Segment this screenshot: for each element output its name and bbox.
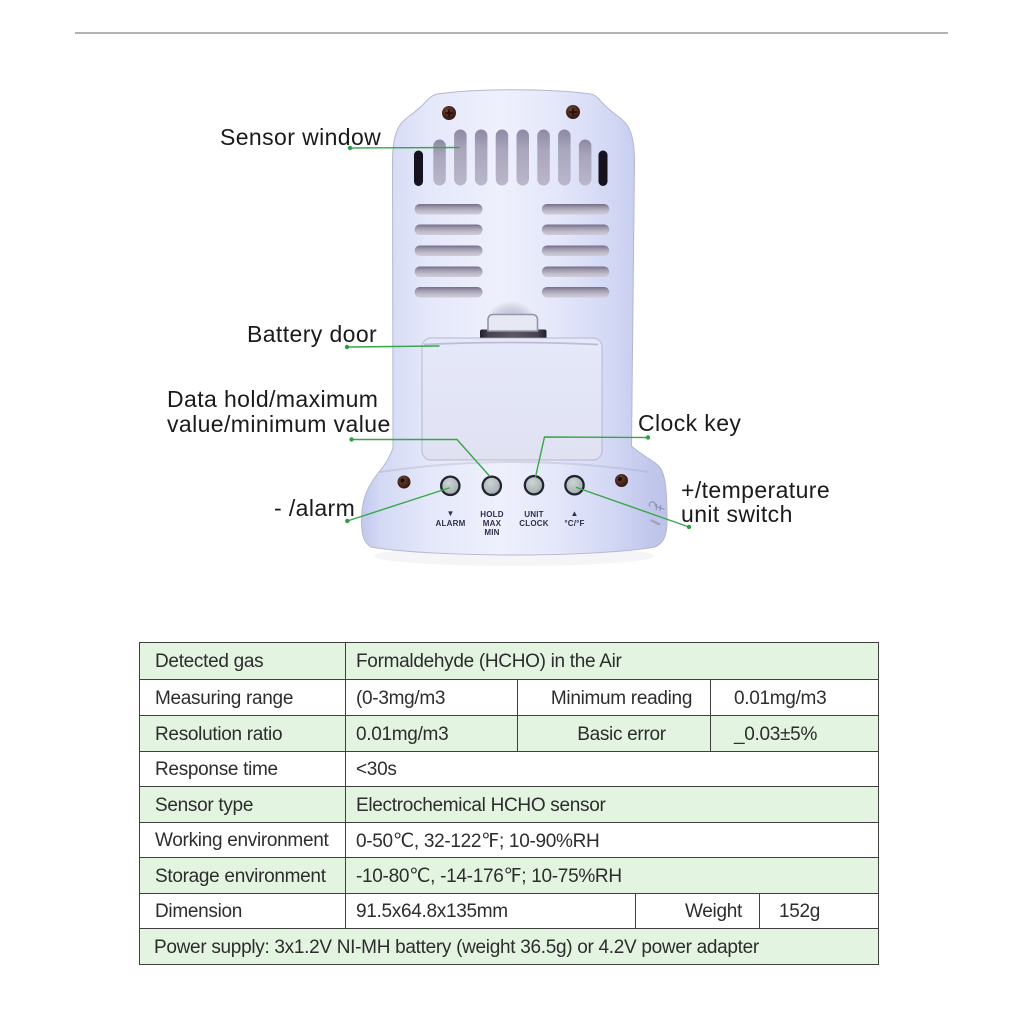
svg-text:UNIT: UNIT — [524, 510, 543, 519]
svg-text:▼: ▼ — [446, 509, 454, 518]
svg-text:°C/°F: °C/°F — [564, 519, 584, 528]
svg-text:CLOCK: CLOCK — [519, 519, 548, 528]
svg-text:ALARM: ALARM — [436, 519, 466, 528]
svg-text:MIN: MIN — [484, 528, 499, 537]
svg-text:HOLD: HOLD — [480, 510, 503, 519]
svg-text:MAX: MAX — [483, 519, 502, 528]
svg-text:▲: ▲ — [570, 509, 578, 518]
